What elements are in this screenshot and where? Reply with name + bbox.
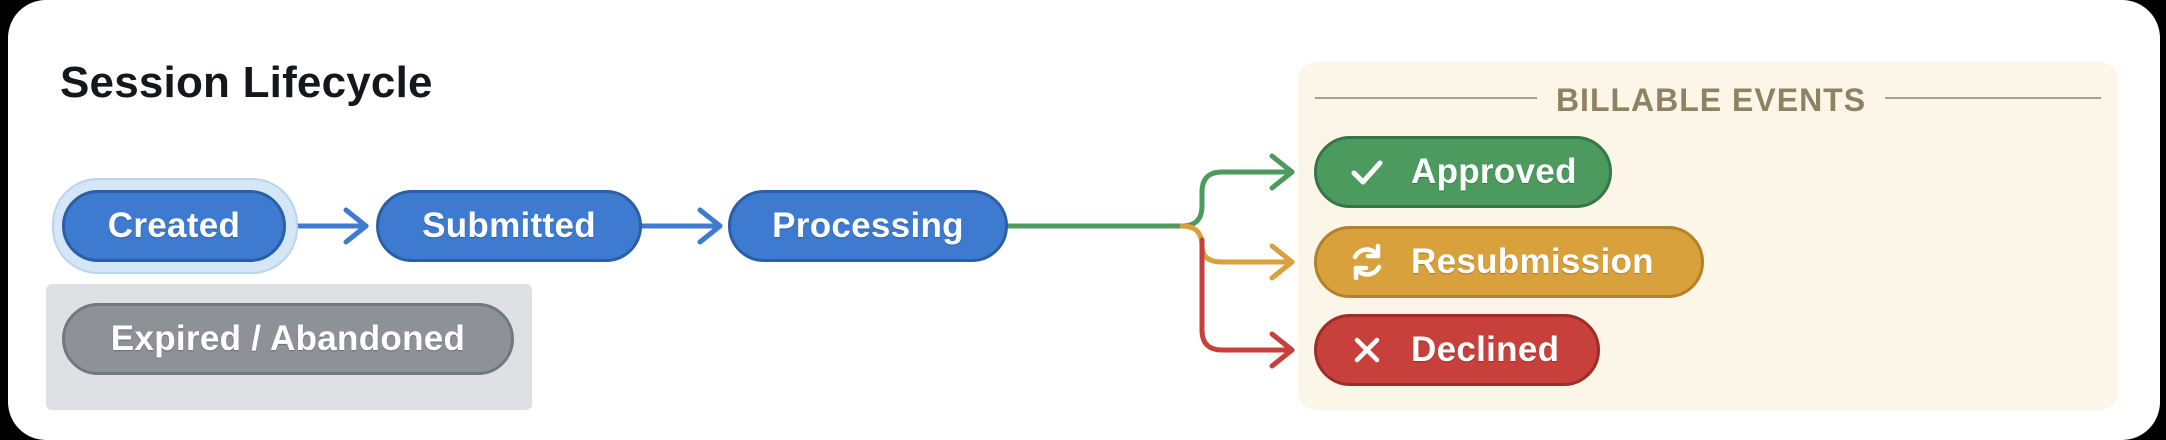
state-approved-label: Approved	[1411, 152, 1577, 191]
state-processing[interactable]: Processing	[728, 190, 1008, 262]
state-declined-label: Declined	[1411, 330, 1560, 369]
state-created[interactable]: Created	[62, 190, 286, 262]
state-processing-label: Processing	[772, 206, 964, 245]
state-approved[interactable]: Approved	[1314, 136, 1612, 208]
state-submitted-label: Submitted	[422, 206, 596, 245]
diagram-title: Session Lifecycle	[60, 58, 433, 107]
arrowhead-submitted	[343, 207, 369, 245]
check-icon	[1345, 150, 1389, 194]
arrowhead-resubmission	[1269, 243, 1295, 281]
connector-arrows	[281, 153, 1295, 369]
arrow-processing-to-approved	[1003, 169, 1295, 229]
x-icon	[1345, 328, 1389, 372]
state-expired-abandoned[interactable]: Expired / Abandoned	[62, 303, 514, 375]
state-declined[interactable]: Declined	[1314, 314, 1600, 386]
state-resubmission[interactable]: Resubmission	[1314, 226, 1704, 298]
billable-divider-left	[1315, 97, 1537, 99]
state-resubmission-label: Resubmission	[1411, 242, 1654, 281]
state-expired-label: Expired / Abandoned	[110, 319, 466, 358]
arrowhead-processing	[697, 207, 723, 245]
state-created-label: Created	[107, 206, 241, 245]
arrowhead-declined	[1269, 331, 1295, 369]
refresh-icon	[1345, 240, 1389, 284]
billable-divider-right	[1885, 97, 2101, 99]
state-submitted[interactable]: Submitted	[376, 190, 642, 262]
billable-events-label: BILLABLE EVENTS	[1555, 82, 1867, 118]
arrowhead-approved	[1269, 153, 1295, 191]
arrow-processing-to-resubmission	[1179, 223, 1295, 265]
arrow-processing-to-declined	[1199, 237, 1295, 353]
